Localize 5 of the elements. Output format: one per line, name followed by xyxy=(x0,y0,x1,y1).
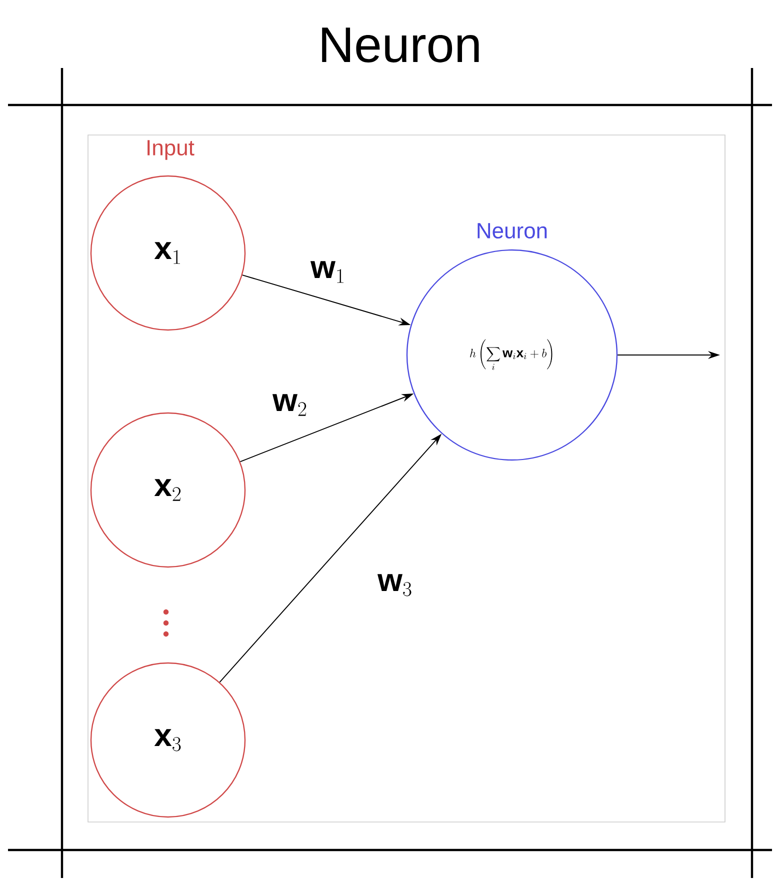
neuron-heading: Neuron xyxy=(478,223,547,238)
title: Neuron xyxy=(322,28,479,62)
edge-label: $\mathbf{w}_{2}$ xyxy=(272,393,308,417)
edge-label: $\mathbf{w}_{3}$ xyxy=(376,573,414,597)
edge-label: $\mathbf{w}_{1}$ xyxy=(310,260,346,284)
